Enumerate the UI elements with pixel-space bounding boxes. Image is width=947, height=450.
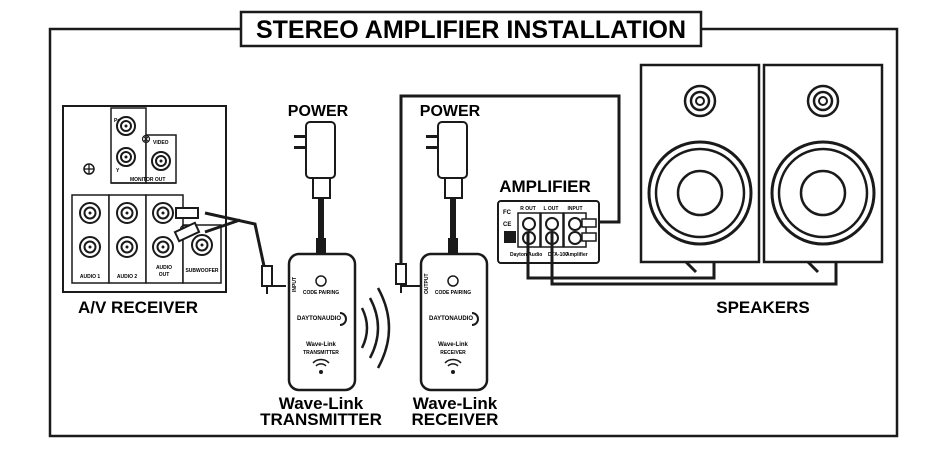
rca-jack-icon xyxy=(116,116,136,136)
speakers-label: SPEAKERS xyxy=(716,298,810,317)
svg-text:DTA-100: DTA-100 xyxy=(548,252,568,258)
speaker-wires xyxy=(526,232,838,286)
speaker-left xyxy=(639,63,761,264)
wireless-signal-icon xyxy=(312,358,330,374)
title-box: STEREO AMPLIFIER INSTALLATION xyxy=(239,10,703,48)
svg-text:CODE PAIRING: CODE PAIRING xyxy=(435,290,471,296)
wave-link-transmitter: CODE PAIRING INPUT DAYTONAUDIO Wave-Link… xyxy=(287,252,357,392)
screw-icon xyxy=(83,163,95,175)
svg-text:Amplifier: Amplifier xyxy=(566,252,588,258)
svg-text:INPUT: INPUT xyxy=(568,206,583,212)
wireless-signal-icon xyxy=(444,358,462,374)
amplifier-label: AMPLIFIER xyxy=(499,177,591,196)
rca-jack-icon xyxy=(152,236,174,258)
rca-jack-icon xyxy=(152,202,174,224)
amplifier: FC CE R OUT L OUT INPUT Dayton Audio DTA… xyxy=(497,200,600,264)
diagram-title: STEREO AMPLIFIER INSTALLATION xyxy=(256,16,686,44)
svg-text:TRANSMITTER: TRANSMITTER xyxy=(303,350,339,356)
transmitter-caption-line1: Wave-Link xyxy=(279,394,364,413)
rca-jack-icon xyxy=(116,202,138,224)
svg-text:Dayton Audio: Dayton Audio xyxy=(510,252,542,258)
rca-jack-icon xyxy=(151,151,171,171)
speaker-cone-icon xyxy=(770,140,876,246)
svg-text:MONITOR OUT: MONITOR OUT xyxy=(130,177,165,183)
svg-text:Pr: Pr xyxy=(114,118,119,124)
power-label-right: POWER xyxy=(420,103,481,120)
svg-text:DAYTONAUDIO: DAYTONAUDIO xyxy=(297,316,341,322)
speaker-cone-icon xyxy=(647,140,753,246)
power-adapter-icon xyxy=(294,121,336,255)
speaker-right xyxy=(762,63,884,264)
rca-jack-icon xyxy=(191,234,213,256)
rca-cable-left xyxy=(173,207,286,294)
svg-text:OUTPUT: OUTPUT xyxy=(424,273,430,294)
rca-jack-icon xyxy=(79,202,101,224)
svg-text:AUDIO 1: AUDIO 1 xyxy=(80,274,101,280)
svg-text:CODE PAIRING: CODE PAIRING xyxy=(303,290,339,296)
rca-jack-icon xyxy=(116,236,138,258)
svg-text:Wave-Link: Wave-Link xyxy=(306,342,336,348)
svg-text:AUDIO 2: AUDIO 2 xyxy=(117,274,138,280)
transmitter-caption-line2: TRANSMITTER xyxy=(260,410,382,429)
av-receiver-label: A/V RECEIVER xyxy=(78,298,198,317)
svg-text:Y: Y xyxy=(116,168,120,174)
ce-mark: CE xyxy=(503,222,511,228)
svg-text:Wave-Link: Wave-Link xyxy=(438,342,468,348)
power-adapter-icon xyxy=(426,121,468,255)
svg-text:AUDIO: AUDIO xyxy=(156,265,172,271)
svg-text:OUT: OUT xyxy=(159,272,170,278)
svg-text:DAYTONAUDIO: DAYTONAUDIO xyxy=(429,316,473,322)
svg-text:R OUT: R OUT xyxy=(520,206,536,212)
fcc-mark: FC xyxy=(503,210,512,216)
svg-text:L OUT: L OUT xyxy=(544,206,559,212)
rca-jack-icon xyxy=(79,236,101,258)
svg-text:SUBWOOFER: SUBWOOFER xyxy=(185,268,218,274)
audio-cable-right xyxy=(395,94,621,293)
av-receiver: Pr Y VIDEO MONITOR OUT xyxy=(62,105,227,293)
rca-jack-icon xyxy=(116,147,136,167)
wireless-signal-icon xyxy=(360,287,391,369)
screw-icon xyxy=(141,134,151,144)
tweeter-icon xyxy=(806,84,840,118)
receiver-caption-line2: RECEIVER xyxy=(412,410,499,429)
wave-link-receiver: CODE PAIRING OUTPUT DAYTONAUDIO Wave-Lin… xyxy=(419,252,489,392)
power-label-left: POWER xyxy=(288,103,349,120)
tweeter-icon xyxy=(683,84,717,118)
receiver-caption-line1: Wave-Link xyxy=(413,394,498,413)
svg-text:VIDEO: VIDEO xyxy=(153,140,169,146)
svg-text:RECEIVER: RECEIVER xyxy=(440,350,466,356)
svg-text:INPUT: INPUT xyxy=(292,277,298,292)
